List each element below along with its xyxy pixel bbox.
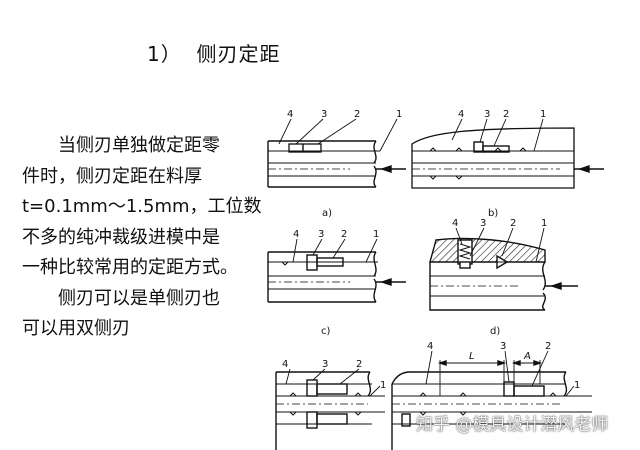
fig-e-label: 2 [356, 359, 362, 370]
fig-b-label: 4 [458, 109, 464, 120]
fig-f-label: 3 [500, 341, 506, 352]
fig-b-label: 1 [540, 109, 546, 120]
paragraph-line: t=0.1mm～1.5mm，工位数 [22, 196, 262, 217]
fig-e-label: 3 [322, 359, 328, 370]
paragraph: 当侧刃单独做定距零 件时，侧刃定距在料厚 t=0.1mm～1.5mm，工位数 不… [22, 131, 262, 345]
paragraph-line: 件时，侧刃定距在料厚 [22, 165, 202, 187]
fig-f-label: 4 [427, 341, 433, 352]
fig-a-caption: a) [322, 208, 332, 219]
fig-e-label: 4 [282, 359, 288, 370]
fig-c-label: 4 [293, 229, 299, 240]
paragraph-line: 可以用双侧刃 [22, 318, 130, 339]
paragraph-line: 当侧刃单独做定距零 [58, 135, 220, 156]
fig-d-label: 2 [510, 218, 516, 229]
fig-a-label: 3 [321, 109, 327, 120]
fig-d-label: 4 [452, 218, 458, 229]
fig-b-label: 3 [484, 109, 490, 120]
figure-e [275, 368, 385, 450]
fig-c-caption: c) [321, 326, 330, 337]
figure-b [411, 118, 604, 189]
fig-f-label: A [523, 351, 531, 362]
fig-c-label: 3 [318, 229, 324, 240]
fig-c-label: 1 [373, 229, 379, 240]
figure-d [429, 227, 578, 311]
fig-e-label: 1 [380, 380, 386, 391]
paragraph-line: 不多的纯冲裁级进模中是 [22, 226, 220, 248]
fig-f-label: 1 [574, 380, 580, 391]
fig-a-label: 2 [354, 109, 360, 120]
fig-d-label: 1 [541, 218, 547, 229]
fig-d-caption: d) [490, 326, 500, 337]
paragraph-line: 一种比较常用的定距方式。 [22, 257, 238, 278]
figure-f [391, 350, 592, 450]
fig-c-label: 2 [341, 229, 347, 240]
fig-d-label: 3 [480, 218, 486, 229]
fig-b-caption: b) [488, 208, 498, 219]
fig-a-label: 1 [396, 109, 402, 120]
fig-b-label: 2 [503, 109, 509, 120]
figure-a [267, 118, 406, 188]
section-title: 1） 侧刃定距 [147, 42, 281, 66]
fig-f-label: L [469, 351, 475, 362]
fig-f-label: 2 [545, 341, 551, 352]
paragraph-line: 侧刃可以是单侧刃也 [58, 287, 220, 309]
watermark: 知乎 @模具设计潜风老师 [416, 415, 609, 435]
fig-a-label: 4 [287, 109, 293, 120]
figure-c [267, 238, 406, 303]
